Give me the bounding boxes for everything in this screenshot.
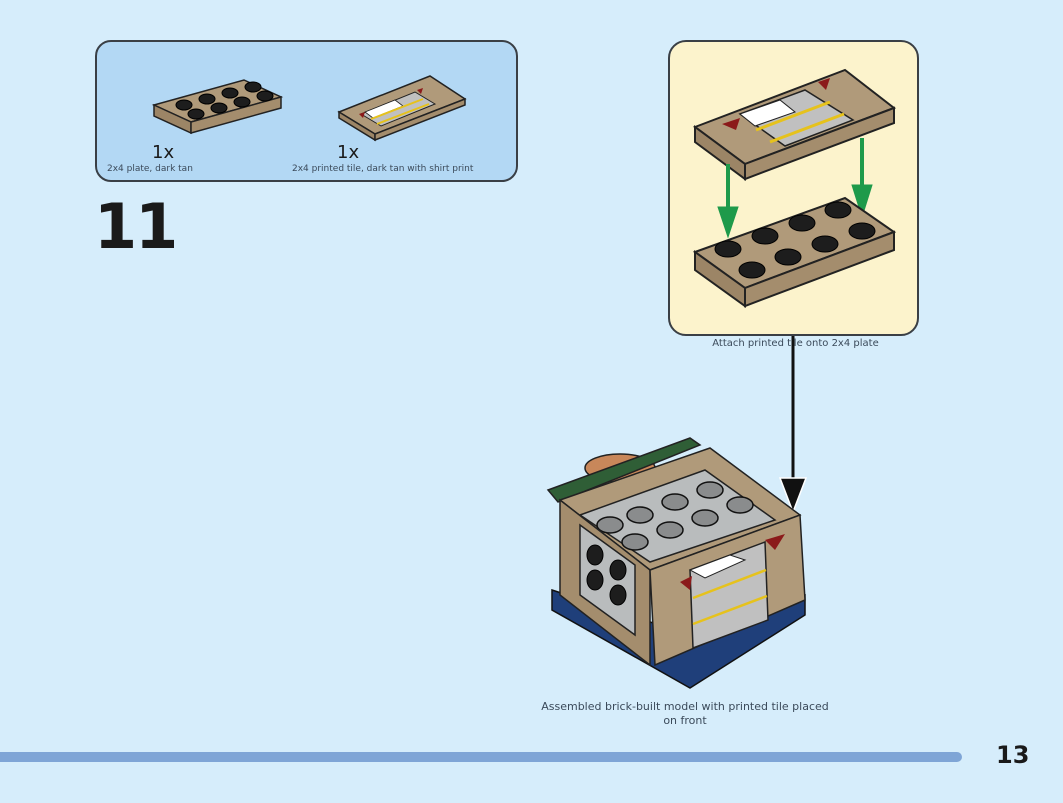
assembled-model-illustration (546, 437, 806, 689)
part-quantity: 1x (152, 142, 175, 163)
printed-tile-2x4-icon (337, 75, 467, 142)
callout-illustration (692, 68, 897, 308)
green-down-arrow-icon (717, 138, 873, 239)
plate-2x4-icon (692, 196, 897, 308)
progress-bar-fill (0, 752, 962, 762)
part-name: 2x4 plate, dark tan (107, 164, 193, 174)
part-name: 2x4 printed tile, dark tan with shirt pr… (292, 164, 474, 174)
callout-description: Attach printed tile onto 2x4 plate (712, 338, 879, 349)
printed-tile-icon (692, 68, 897, 181)
part-quantity: 1x (337, 142, 360, 163)
parts-list-panel: 1x 2x4 plate, dark tan 1x 2x4 printed ti… (95, 40, 518, 182)
progress-bar (0, 752, 962, 762)
step-number: 11 (94, 190, 178, 263)
model-description: Assembled brick-built model with printed… (541, 700, 829, 727)
page-number: 13 (996, 741, 1030, 769)
sub-assembly-callout: Attach printed tile onto 2x4 plate (668, 40, 919, 349)
plate-2x4-icon (151, 79, 284, 135)
